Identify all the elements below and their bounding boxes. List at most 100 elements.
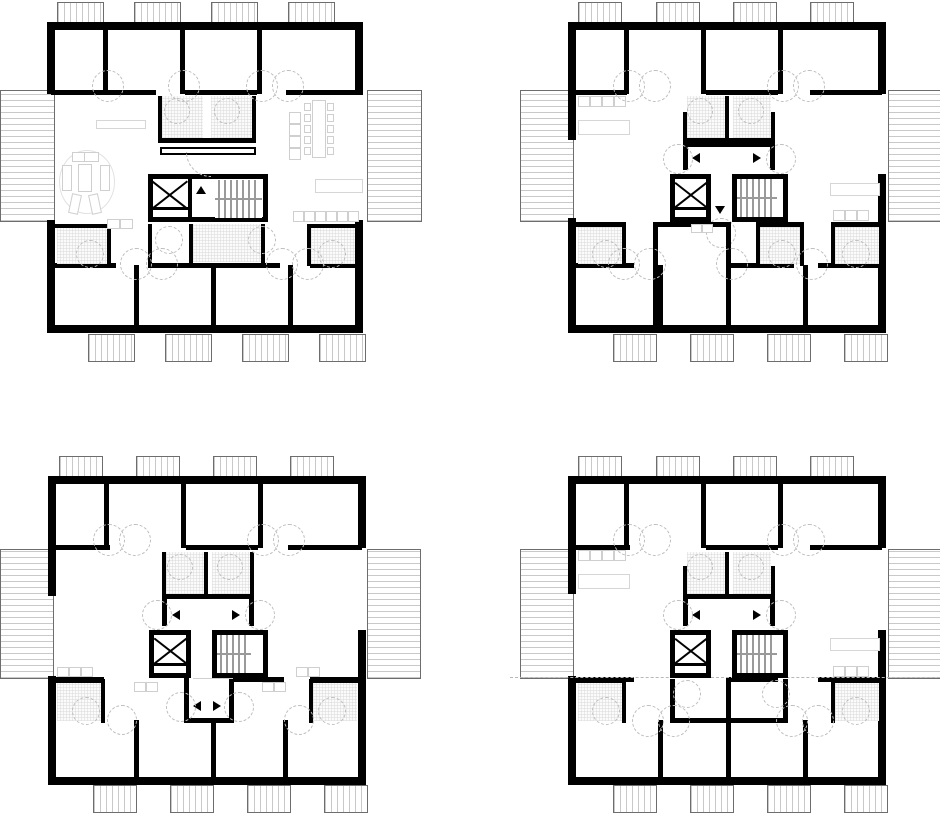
wall-band-bottom-inner-m xyxy=(232,677,284,682)
exterior-wall-bottom xyxy=(47,325,363,333)
door-swing-bot-d xyxy=(802,705,834,737)
core-wall-right-l xyxy=(186,630,191,678)
corridor-swing-left xyxy=(663,600,693,630)
terrace-left xyxy=(520,549,574,679)
wall-band-bottom-inner-m xyxy=(148,263,280,268)
wet-mid-divider xyxy=(725,96,729,138)
kitchen-cab-r2 xyxy=(845,666,857,677)
dining-chair-l3 xyxy=(304,125,311,133)
cab-right-1 xyxy=(296,667,308,677)
door-swing-top-d xyxy=(273,524,305,556)
wet-bl-top xyxy=(574,222,626,227)
wall-band-top-inner-m xyxy=(186,545,258,550)
corridor-swing-right xyxy=(766,144,796,174)
exterior-wall-left-lower xyxy=(568,676,576,784)
core-stair-top xyxy=(212,630,268,635)
door-swing-top-b xyxy=(119,524,151,556)
cab-left-1 xyxy=(57,667,69,677)
terrace-left xyxy=(0,90,55,222)
corridor-swing-lower-left xyxy=(166,692,196,722)
cab-left-2 xyxy=(69,667,81,677)
lift-door-line xyxy=(153,207,188,210)
wet-wall-tr-right xyxy=(252,96,256,142)
exterior-wall-right-mid xyxy=(358,630,366,676)
cab-corr-4 xyxy=(274,682,286,692)
core-wall-right-l xyxy=(706,630,711,678)
hall-wall-mid-lower xyxy=(726,222,731,266)
wet-bl-top xyxy=(53,679,105,683)
partition-top-c xyxy=(778,480,783,548)
door-swing-top-d xyxy=(793,70,825,102)
balcony-bottom-2 xyxy=(165,334,212,362)
partition-top-b xyxy=(181,480,186,548)
partition-top-c xyxy=(257,26,262,94)
hall-band-lower-l xyxy=(670,718,730,723)
balcony-bottom-3 xyxy=(767,334,811,362)
exterior-wall-left-upper xyxy=(568,476,576,548)
partition-bottom-a xyxy=(658,720,663,782)
door-swing-bot-b xyxy=(634,248,666,280)
dining-chair-l1 xyxy=(304,103,311,111)
balcony-bottom-3 xyxy=(247,785,291,813)
kitchen-cab-3 xyxy=(315,211,326,222)
wall-unit-1 xyxy=(289,112,301,124)
corridor-wall-top xyxy=(683,142,775,147)
dining-chair-r5 xyxy=(327,147,334,155)
kitchen-cab-2 xyxy=(590,96,602,107)
hall-cab-left xyxy=(107,219,120,229)
door-swing-wet-mid-l xyxy=(155,226,183,254)
wet-br-left xyxy=(831,679,835,723)
kitchen-cab-5 xyxy=(337,211,348,222)
wet-br-left xyxy=(309,679,313,723)
corridor-swing-right xyxy=(766,600,796,630)
kitchen-cab-2 xyxy=(304,211,315,222)
core-stair-left xyxy=(732,630,737,678)
dining-table xyxy=(312,100,326,158)
plan-bottom-right[interactable] xyxy=(510,440,940,821)
exterior-wall-left-mid xyxy=(568,94,576,140)
terrace-right xyxy=(888,90,940,222)
door-swing-bot-a xyxy=(107,705,137,735)
partition-bottom-a xyxy=(134,720,139,782)
wet-tr-right xyxy=(771,112,775,142)
core-wall-right-l xyxy=(706,174,711,222)
exterior-wall-top xyxy=(568,22,886,30)
exterior-wall-right-mid xyxy=(878,630,886,676)
door-swing-wet-tr xyxy=(214,98,240,124)
wet-tl-bottom xyxy=(683,138,729,143)
core-stair-right xyxy=(263,630,268,678)
partition-bottom-c xyxy=(288,265,293,329)
partition-bottom-b xyxy=(211,720,216,782)
door-swing-wet-tl xyxy=(167,554,193,580)
exterior-wall-bottom xyxy=(48,777,366,785)
wet-bl-right xyxy=(101,679,105,723)
partition-bottom-c xyxy=(283,720,288,782)
kitchen-cab-1 xyxy=(578,550,590,561)
door-swing-wet-tl xyxy=(164,98,190,124)
elevator-icon xyxy=(153,179,187,208)
wall-band-top-inner-m xyxy=(185,90,257,95)
wet-tr-bottom xyxy=(729,594,775,599)
corridor-arrow-right xyxy=(753,153,761,163)
corridor-swing-lower-right xyxy=(224,692,254,722)
door-swing-wet-tl xyxy=(687,98,713,124)
plan-bottom-left[interactable] xyxy=(0,440,430,821)
terrace-left xyxy=(520,90,574,222)
sideboard-right xyxy=(830,183,880,196)
partition-top-c xyxy=(778,26,783,94)
corridor-arrow-left xyxy=(692,153,700,163)
core-stair-left xyxy=(732,174,737,222)
exterior-wall-left-upper xyxy=(568,22,576,94)
door-swing-wet-br xyxy=(318,240,346,268)
door-swing-wet-bl xyxy=(592,697,620,725)
kitchen-cab-1 xyxy=(578,96,590,107)
core-stair-right xyxy=(783,630,788,678)
wet-br-top xyxy=(309,679,361,683)
plan-top-right[interactable] xyxy=(510,0,940,410)
wall-band-top-inner-l xyxy=(572,545,630,550)
core-stair-left xyxy=(212,630,217,678)
corridor-arrow-lower-right xyxy=(213,701,221,711)
staircase xyxy=(737,635,777,673)
plan-top-left[interactable] xyxy=(0,0,470,410)
hall-wall-mid-lower xyxy=(726,679,731,723)
